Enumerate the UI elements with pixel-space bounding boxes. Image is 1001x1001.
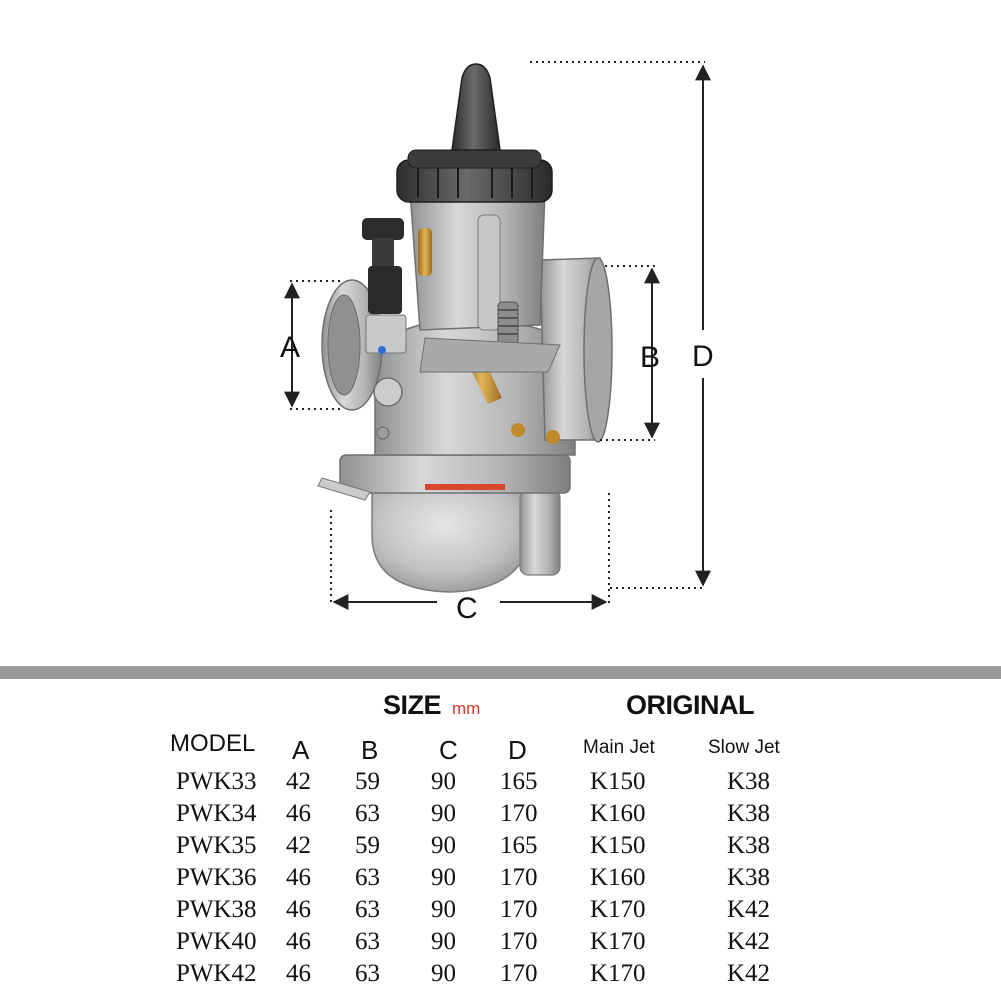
cell-model: PWK40 [176, 928, 257, 955]
cell-a: 42 [286, 832, 311, 859]
cell-b: 59 [355, 832, 380, 859]
cell-a: 46 [286, 928, 311, 955]
cell-main-jet: K160 [590, 800, 646, 827]
cell-main-jet: K170 [590, 896, 646, 923]
cell-a: 42 [286, 768, 311, 795]
cell-a: 46 [286, 960, 311, 987]
cell-slow-jet: K42 [727, 928, 771, 955]
cell-c: 90 [431, 864, 456, 891]
cell-d: 170 [500, 896, 538, 923]
cell-a: 46 [286, 896, 311, 923]
cell-d: 170 [500, 928, 538, 955]
column-header-slow-jet: Slow Jet [708, 737, 780, 758]
cell-d: 170 [500, 800, 538, 827]
brass-nipple-top [418, 228, 432, 276]
cell-model: PWK34 [176, 800, 257, 827]
cell-b: 63 [355, 896, 380, 923]
cell-slow-jet: K38 [727, 832, 771, 859]
size-unit: mm [452, 699, 481, 718]
section-divider [0, 666, 1001, 679]
dimension-label-b: B [640, 341, 660, 374]
cell-slow-jet: K38 [727, 768, 771, 795]
cell-main-jet: K150 [590, 768, 646, 795]
table-row: PWK40 46 63 90 170 K170 K42 [0, 928, 1001, 960]
column-header-main-jet: Main Jet [583, 737, 655, 758]
cell-model: PWK38 [176, 896, 257, 923]
cell-d: 170 [500, 960, 538, 987]
cell-model: PWK42 [176, 960, 257, 987]
column-header-a: A [292, 735, 310, 765]
cell-model: PWK36 [176, 864, 257, 891]
cell-d: 165 [500, 832, 538, 859]
cell-main-jet: K160 [590, 864, 646, 891]
cell-b: 63 [355, 864, 380, 891]
cell-a: 46 [286, 864, 311, 891]
cell-slow-jet: K42 [727, 896, 771, 923]
cell-slow-jet: K42 [727, 960, 771, 987]
cell-c: 90 [431, 896, 456, 923]
cell-b: 63 [355, 928, 380, 955]
dimension-guides [284, 61, 711, 610]
column-header-model: MODEL [170, 730, 256, 757]
cable-boot [451, 63, 501, 151]
dimension-label-a: A [280, 331, 300, 364]
float-bowl [371, 479, 533, 593]
cell-c: 90 [431, 800, 456, 827]
cell-main-jet: K150 [590, 832, 646, 859]
table-row: PWK38 46 63 90 170 K170 K42 [0, 896, 1001, 928]
cell-c: 90 [431, 832, 456, 859]
cell-c: 90 [431, 960, 456, 987]
original-heading: ORIGINAL [626, 690, 755, 720]
cell-main-jet: K170 [590, 928, 646, 955]
carburetor-dimension-figure: A B C D [280, 61, 714, 625]
cell-d: 170 [500, 864, 538, 891]
cell-slow-jet: K38 [727, 800, 771, 827]
column-header-b: B [361, 735, 379, 765]
table-row: PWK34 46 63 90 170 K160 K38 [0, 800, 1001, 832]
cell-model: PWK35 [176, 832, 257, 859]
cell-main-jet: K170 [590, 960, 646, 987]
cell-a: 46 [286, 800, 311, 827]
column-header-c: C [439, 735, 458, 765]
table-row: PWK33 42 59 90 165 K150 K38 [0, 768, 1001, 800]
size-heading: SIZE [383, 690, 442, 720]
carburetor-illustration [317, 63, 613, 593]
cell-model: PWK33 [176, 768, 257, 795]
idle-screw-knob [362, 218, 404, 240]
column-header-d: D [508, 735, 527, 765]
dimension-label-c: C [456, 592, 478, 625]
cell-b: 63 [355, 960, 380, 987]
table-row: PWK36 46 63 90 170 K160 K38 [0, 864, 1001, 896]
cell-slow-jet: K38 [727, 864, 771, 891]
table-row: PWK35 42 59 90 165 K150 K38 [0, 832, 1001, 864]
cell-c: 90 [431, 768, 456, 795]
cell-b: 63 [355, 800, 380, 827]
cell-c: 90 [431, 928, 456, 955]
cell-d: 165 [500, 768, 538, 795]
dimension-label-d: D [692, 340, 714, 373]
table-row: PWK42 46 63 90 170 K170 K42 [0, 960, 1001, 992]
cell-b: 59 [355, 768, 380, 795]
